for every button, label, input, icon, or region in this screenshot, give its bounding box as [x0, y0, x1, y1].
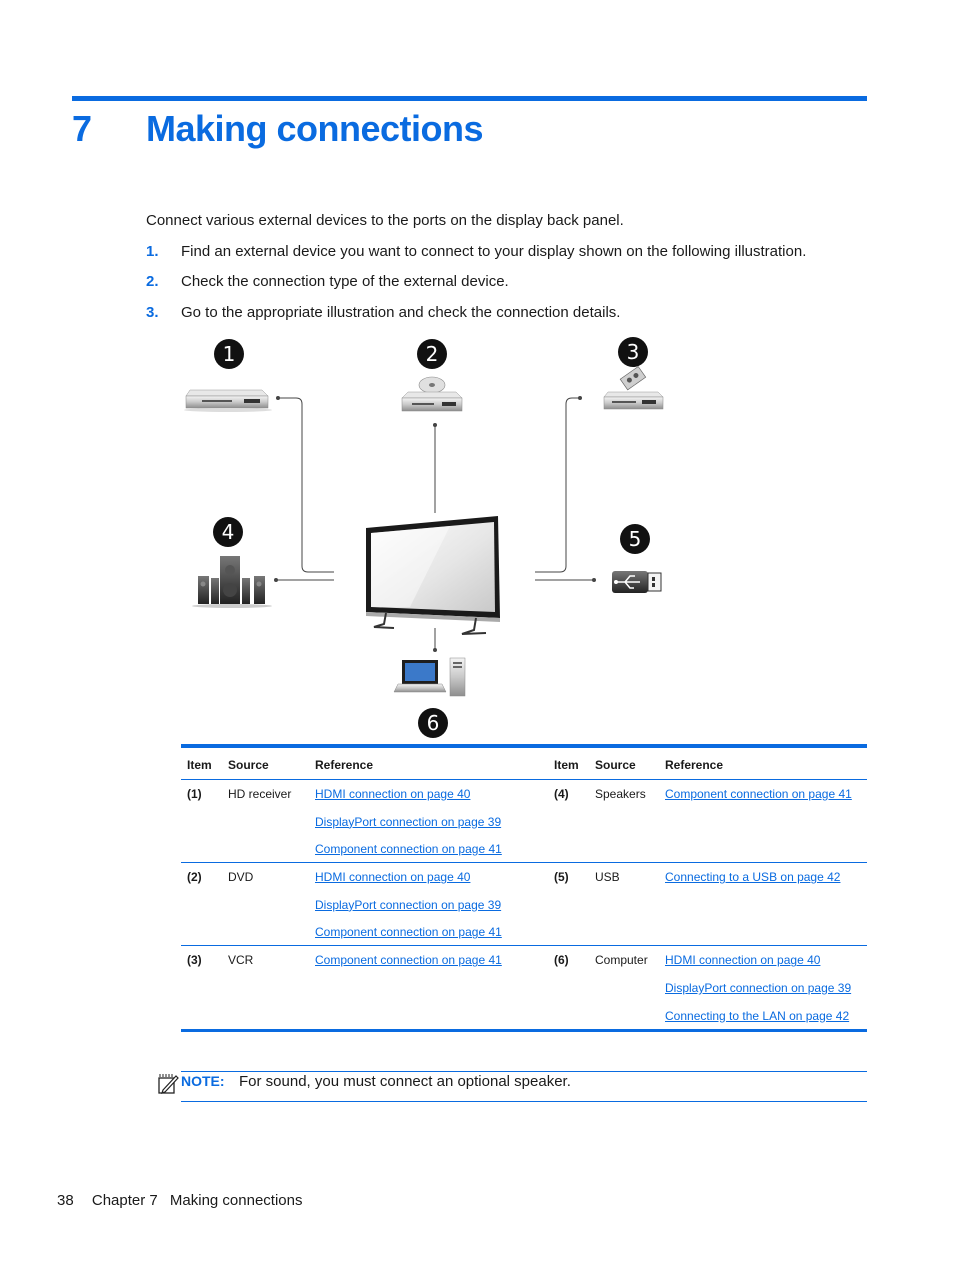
- table-header-row: Item Source Reference Item Source Refere…: [181, 746, 867, 780]
- step-number: 3.: [146, 304, 159, 321]
- svg-text:3: 3: [627, 340, 640, 364]
- usb-icon: [612, 571, 662, 593]
- chapter-title: Making connections: [146, 108, 484, 149]
- reference-cell: Component connection on page 41: [309, 946, 548, 1030]
- reference-link[interactable]: Component connection on page 41: [665, 787, 852, 801]
- reference-link[interactable]: HDMI connection on page 40: [315, 870, 471, 885]
- item-number: (5): [548, 862, 589, 947]
- connector-lines: [276, 397, 594, 650]
- page-footer: 38 Chapter 7 Making connections: [57, 1192, 316, 1209]
- step-text: Check the connection type of the externa…: [181, 273, 509, 290]
- source-name: VCR: [228, 953, 254, 968]
- chapter-number: 7: [72, 108, 93, 149]
- note-text: For sound, you must connect an optional …: [239, 1073, 571, 1090]
- note-box: NOTE: For sound, you must connect an opt…: [181, 1071, 867, 1102]
- step-1: 1. Find an external device you want to co…: [146, 243, 806, 260]
- reference-cell: HDMI connection on page 40 DisplayPort c…: [309, 779, 548, 864]
- step-number: 2.: [146, 273, 159, 290]
- callout-3: 3: [618, 337, 648, 367]
- svg-text:2: 2: [426, 342, 439, 366]
- intro-paragraph: Connect various external devices to the …: [146, 212, 624, 229]
- note-label: NOTE:: [181, 1073, 225, 1089]
- item-number: (3): [187, 953, 202, 968]
- step-3: 3. Go to the appropriate illustration and…: [146, 304, 620, 321]
- reference-table: Item Source Reference Item Source Refere…: [181, 744, 867, 1032]
- vcr-icon: [603, 366, 664, 410]
- reference-link[interactable]: DisplayPort connection on page 39: [665, 980, 852, 995]
- source-name: DVD: [222, 862, 309, 947]
- callout-1: 1: [214, 339, 244, 369]
- reference-link[interactable]: Component connection on page 41: [315, 953, 502, 968]
- note-icon: [158, 1074, 179, 1094]
- column-header: Item: [181, 746, 222, 780]
- reference-link[interactable]: Connecting to the LAN on page 42: [665, 1008, 850, 1023]
- callout-4: 4: [213, 517, 243, 547]
- column-header: Reference: [309, 746, 548, 780]
- footer-title: Making connections: [169, 1192, 303, 1209]
- item-number: (2): [181, 862, 222, 947]
- callout-2: 2: [417, 339, 447, 369]
- item-number: (1): [181, 779, 222, 864]
- table-row: (1) HD receiver HDMI connection on page …: [181, 779, 867, 864]
- reference-link[interactable]: Component connection on page 41: [315, 842, 502, 857]
- svg-text:1: 1: [223, 342, 236, 366]
- table-row: (3) VCR Component connection on page 41 …: [181, 946, 867, 1030]
- source-name: HD receiver: [222, 779, 309, 864]
- reference-cell: HDMI connection on page 40 DisplayPort c…: [309, 862, 548, 947]
- source-name: Computer: [595, 953, 648, 968]
- item-number: (4): [548, 779, 589, 864]
- step-text: Find an external device you want to conn…: [181, 243, 807, 260]
- page-number: 38: [57, 1192, 74, 1209]
- column-header: Source: [589, 746, 659, 780]
- reference-link[interactable]: DisplayPort connection on page 39: [315, 897, 502, 912]
- reference-link[interactable]: HDMI connection on page 40: [315, 787, 471, 801]
- column-header: Reference: [659, 746, 867, 780]
- step-2: 2. Check the connection type of the exter…: [146, 273, 509, 290]
- reference-link[interactable]: HDMI connection on page 40: [665, 953, 821, 968]
- dvd-icon: [401, 376, 463, 412]
- reference-link[interactable]: DisplayPort connection on page 39: [315, 814, 502, 829]
- computer-icon: [393, 657, 466, 697]
- source-name: USB: [589, 862, 659, 947]
- hd-receiver-icon: [184, 389, 272, 412]
- table-row: (2) DVD HDMI connection on page 40 Displ…: [181, 862, 867, 947]
- callout-5: 5: [620, 524, 650, 554]
- svg-text:5: 5: [629, 527, 642, 551]
- column-header: Source: [222, 746, 309, 780]
- chapter-rule: [72, 96, 867, 101]
- step-number: 1.: [146, 243, 159, 260]
- reference-link[interactable]: Component connection on page 41: [315, 925, 502, 940]
- svg-text:4: 4: [222, 520, 235, 544]
- reference-cell: Component connection on page 41: [659, 779, 867, 864]
- item-number: (6): [554, 953, 569, 968]
- column-header: Item: [548, 746, 589, 780]
- reference-cell: Connecting to a USB on page 42: [659, 862, 867, 947]
- connection-diagram: 1 2 3 4 5 6: [184, 337, 664, 738]
- reference-cell: HDMI connection on page 40 DisplayPort c…: [659, 946, 867, 1030]
- reference-link[interactable]: Connecting to a USB on page 42: [665, 870, 841, 885]
- svg-text:6: 6: [427, 711, 440, 735]
- step-text: Go to the appropriate illustration and c…: [181, 304, 621, 321]
- source-name: Speakers: [589, 779, 659, 864]
- speakers-icon: [192, 556, 272, 608]
- footer-chapter: Chapter 7: [91, 1192, 158, 1209]
- callout-6: 6: [418, 708, 448, 738]
- display-icon: [366, 516, 500, 635]
